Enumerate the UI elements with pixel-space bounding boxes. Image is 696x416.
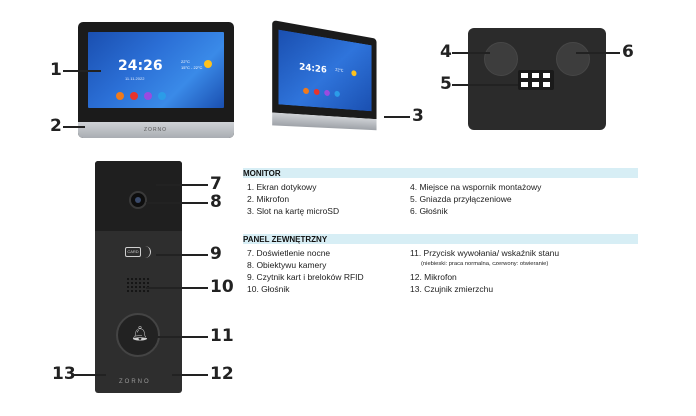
app-icon-purple	[144, 92, 152, 100]
callout-line-7	[156, 184, 208, 186]
terminal-port	[532, 82, 539, 87]
monitor-bottom-bezel: ZORNO	[78, 122, 234, 138]
angled-screen-clock: 24:26	[299, 62, 327, 76]
callout-line-1	[63, 70, 101, 72]
app-icon-orange	[116, 92, 124, 100]
angled-sun-icon	[351, 70, 357, 77]
legend-item-9: 9. Czytnik kart i breloków RFID	[247, 272, 364, 282]
terminal-port	[521, 82, 528, 87]
terminal-port	[543, 82, 550, 87]
legend-item-11-note: (niebieski: praca normalna, czerwony: ot…	[421, 261, 549, 267]
weather-sun-icon	[204, 60, 212, 68]
legend-item-8: 8. Obiektywu kamery	[247, 260, 327, 270]
monitor-front: 24:26 11.11.2022 22°C 15°C - 22°C ZORNO	[78, 22, 234, 138]
call-button[interactable]: 🔔︎	[116, 313, 160, 357]
panel-speaker-grille	[126, 277, 150, 293]
angled-app-icons	[303, 87, 340, 98]
camera-lens-icon	[129, 191, 147, 209]
legend-monitor-bar	[243, 168, 638, 178]
callout-line-13	[74, 374, 106, 376]
callout-line-6	[576, 52, 620, 54]
monitor-angled-screen: 24:26 22°C	[278, 29, 372, 112]
callout-line-4	[452, 52, 490, 54]
callout-line-2	[63, 126, 85, 128]
callout-line-8	[146, 202, 208, 204]
speaker-grille	[556, 42, 590, 76]
monitor-touchscreen: 24:26 11.11.2022 22°C 15°C - 22°C	[88, 32, 224, 108]
screen-clock: 24:26	[118, 58, 163, 74]
legend-item-11: 11. Przycisk wywołania/ wskaźnik stanu	[410, 248, 560, 258]
bell-icon: 🔔︎	[131, 326, 149, 342]
rfid-reader: CARD	[125, 245, 151, 259]
legend-item-7: 7. Doświetlenie nocne	[247, 248, 331, 258]
angled-app-icon-orange	[303, 87, 309, 95]
angled-app-icon-purple	[324, 89, 330, 97]
angled-screen-temp: 22°C	[335, 66, 344, 73]
legend-panel-bar	[243, 234, 638, 244]
callout-7: 7	[210, 174, 222, 194]
monitor-brand: ZORNO	[144, 127, 168, 133]
callout-line-10	[146, 287, 208, 289]
legend-item-6: 6. Głośnik	[410, 206, 448, 216]
screen-app-icons	[116, 92, 166, 100]
callout-line-3	[384, 116, 410, 118]
outdoor-panel: CARD 🔔︎ ZORNO	[95, 161, 182, 393]
app-icon-blue	[158, 92, 166, 100]
legend-item-12: 12. Mikrofon	[410, 272, 457, 282]
callout-10: 10	[210, 277, 234, 297]
callout-12: 12	[210, 364, 234, 384]
callout-5: 5	[440, 74, 452, 94]
legend-item-1: 1. Ekran dotykowy	[247, 182, 317, 192]
legend-item-10: 10. Głośnik	[247, 284, 290, 294]
callout-line-11	[146, 336, 208, 338]
callout-line-5	[452, 84, 518, 86]
callout-2: 2	[50, 116, 62, 136]
legend-item-2: 2. Mikrofon	[247, 194, 290, 204]
app-icon-red	[130, 92, 138, 100]
terminal-port	[532, 73, 539, 78]
callout-13: 13	[52, 364, 76, 384]
monitor-angled-bezel	[272, 112, 377, 131]
callout-4: 4	[440, 42, 452, 62]
panel-brand: ZORNO	[119, 379, 151, 385]
callout-1: 1	[50, 60, 62, 80]
screen-temp-range: 15°C - 22°C	[181, 65, 203, 70]
camera-glass	[135, 197, 141, 203]
legend-item-3: 3. Slot na kartę microSD	[247, 206, 340, 216]
callout-8: 8	[210, 192, 222, 212]
callout-6: 6	[622, 42, 634, 62]
angled-app-icon-blue	[334, 90, 340, 98]
screen-temp: 22°C	[181, 59, 190, 64]
bracket-mount-area	[484, 42, 518, 76]
legend-item-5: 5. Gniazda przyłączeniowe	[410, 194, 512, 204]
connection-terminals	[518, 70, 554, 90]
card-icon: CARD	[125, 247, 141, 257]
callout-11: 11	[210, 326, 234, 346]
monitor-angled: 24:26 22°C	[272, 19, 377, 131]
callout-line-12	[172, 374, 208, 376]
terminal-port	[521, 73, 528, 78]
legend-monitor-title: MONITOR	[243, 169, 281, 178]
legend-panel-title: PANEL ZEWNĘTRZNY	[243, 235, 328, 244]
angled-app-icon-red	[313, 88, 320, 96]
legend-item-13: 13. Czujnik zmierzchu	[410, 284, 494, 294]
callout-line-9	[156, 254, 208, 256]
screen-date: 11.11.2022	[125, 76, 145, 81]
rfid-wave-icon	[142, 246, 151, 258]
monitor-back	[468, 28, 606, 130]
terminal-port	[543, 73, 550, 78]
legend-item-4: 4. Miejsce na wspornik montażowy	[410, 182, 542, 192]
callout-9: 9	[210, 244, 222, 264]
callout-3: 3	[412, 106, 424, 126]
